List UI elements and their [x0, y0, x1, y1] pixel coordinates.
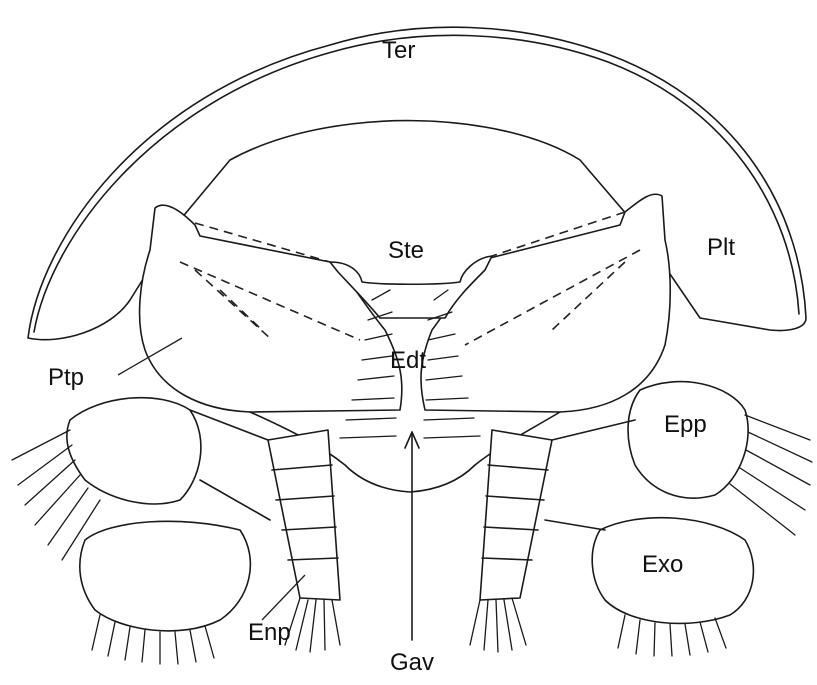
label-ptp: Ptp — [48, 364, 84, 391]
label-epp: Epp — [664, 411, 707, 438]
right-pleurite — [421, 194, 670, 412]
abdomen-segments — [250, 412, 560, 600]
gav-arrow — [405, 432, 419, 640]
left-pleurite — [140, 205, 402, 412]
label-enp: Enp — [248, 619, 291, 646]
label-ste: Ste — [388, 237, 424, 264]
label-plt: Plt — [707, 234, 735, 261]
left-limb-lobes — [67, 398, 270, 631]
label-edt: Edt — [390, 347, 426, 374]
label-ter: Ter — [382, 37, 415, 64]
right-limb-lobes — [545, 382, 753, 624]
label-gav: Gav — [390, 649, 434, 676]
label-exo: Exo — [642, 551, 683, 578]
